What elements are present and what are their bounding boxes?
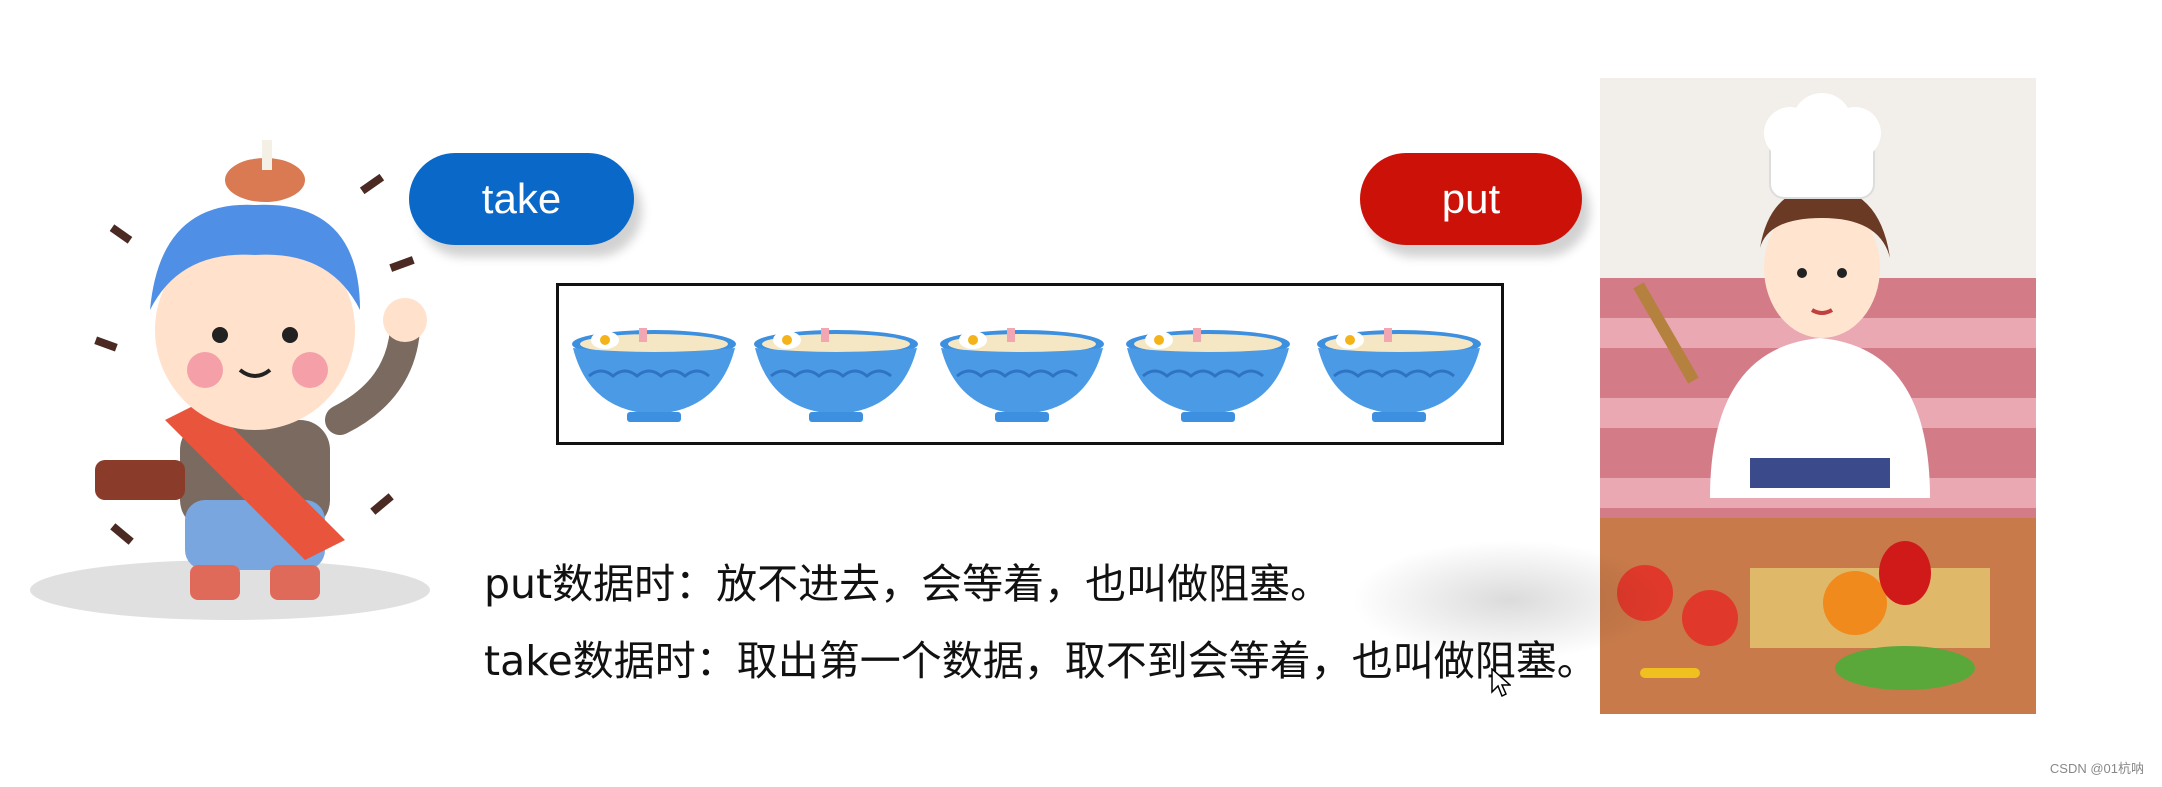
noodle-bowl-icon <box>1126 328 1290 422</box>
queue-box <box>556 283 1504 445</box>
noodle-bowl-icon <box>1317 328 1481 422</box>
take-caption: take数据时：取出第一个数据，取不到会等着，也叫做阻塞。 <box>484 637 1598 685</box>
glutton-boy-illustration <box>30 140 430 620</box>
noodle-bowl-icon <box>754 328 918 422</box>
noodle-bowl-icon <box>572 328 736 422</box>
watermark: CSDN @01杭呐 <box>2049 761 2144 776</box>
put-label: put <box>1441 175 1501 222</box>
take-button: take <box>409 153 634 245</box>
mouse-cursor-icon <box>1491 668 1511 698</box>
noodle-bowl-icon <box>940 328 1104 422</box>
chef-girl-illustration <box>1600 78 2036 714</box>
put-button: put <box>1360 153 1582 245</box>
put-caption: put数据时：放不进去，会等着，也叫做阻塞。 <box>484 560 1332 608</box>
take-label: take <box>481 175 562 222</box>
shadow <box>1350 540 1670 660</box>
